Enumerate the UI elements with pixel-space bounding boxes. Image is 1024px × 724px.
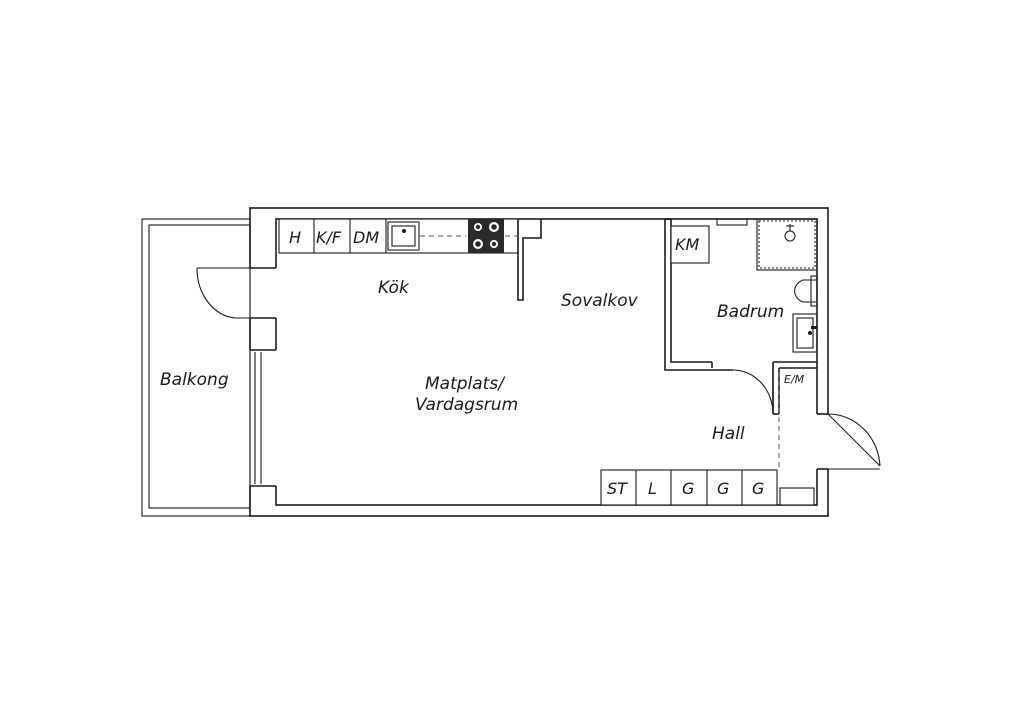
room-label-matplats: Matplats/: [425, 374, 506, 394]
washbasin-icon: [792, 313, 818, 353]
fixture-label-st: ST: [607, 479, 628, 498]
fixture-label-em: E/M: [784, 373, 805, 386]
room-label-hall: Hall: [712, 424, 745, 444]
bathroom-walls: [664, 218, 817, 415]
balcony-outline: [141, 218, 251, 517]
room-label-sovalkov: Sovalkov: [561, 291, 639, 311]
entrance-door: [827, 413, 881, 470]
room-label-balkong: Balkong: [160, 370, 229, 390]
fixture-label-g1: G: [682, 479, 694, 498]
bathroom-fixtures: [716, 218, 818, 353]
fixture-label-l: L: [648, 479, 657, 498]
shower-icon: [784, 230, 796, 242]
fixture-label-g3: G: [752, 479, 764, 498]
toilet-icon: [794, 279, 817, 303]
stove-icon: [468, 219, 504, 253]
fixture-label-dm: DM: [353, 228, 379, 247]
room-label-kok: Kök: [378, 278, 410, 298]
washing-machine-box: [670, 225, 710, 264]
wardrobe-row: [600, 469, 815, 506]
sink-icon: [387, 221, 420, 251]
kitchen-partition: [517, 219, 542, 301]
room-label-badrum: Badrum: [717, 302, 784, 322]
fixture-label-h: H: [289, 228, 301, 247]
fixture-label-g2: G: [717, 479, 729, 498]
fixture-label-km: KM: [675, 235, 699, 254]
balcony-door: [196, 267, 276, 319]
room-label-vardagsrum: Vardagsrum: [415, 395, 518, 415]
outer-walls: [247, 207, 831, 517]
kitchen-counter: [278, 218, 519, 254]
fixture-label-kf: K/F: [316, 228, 342, 247]
